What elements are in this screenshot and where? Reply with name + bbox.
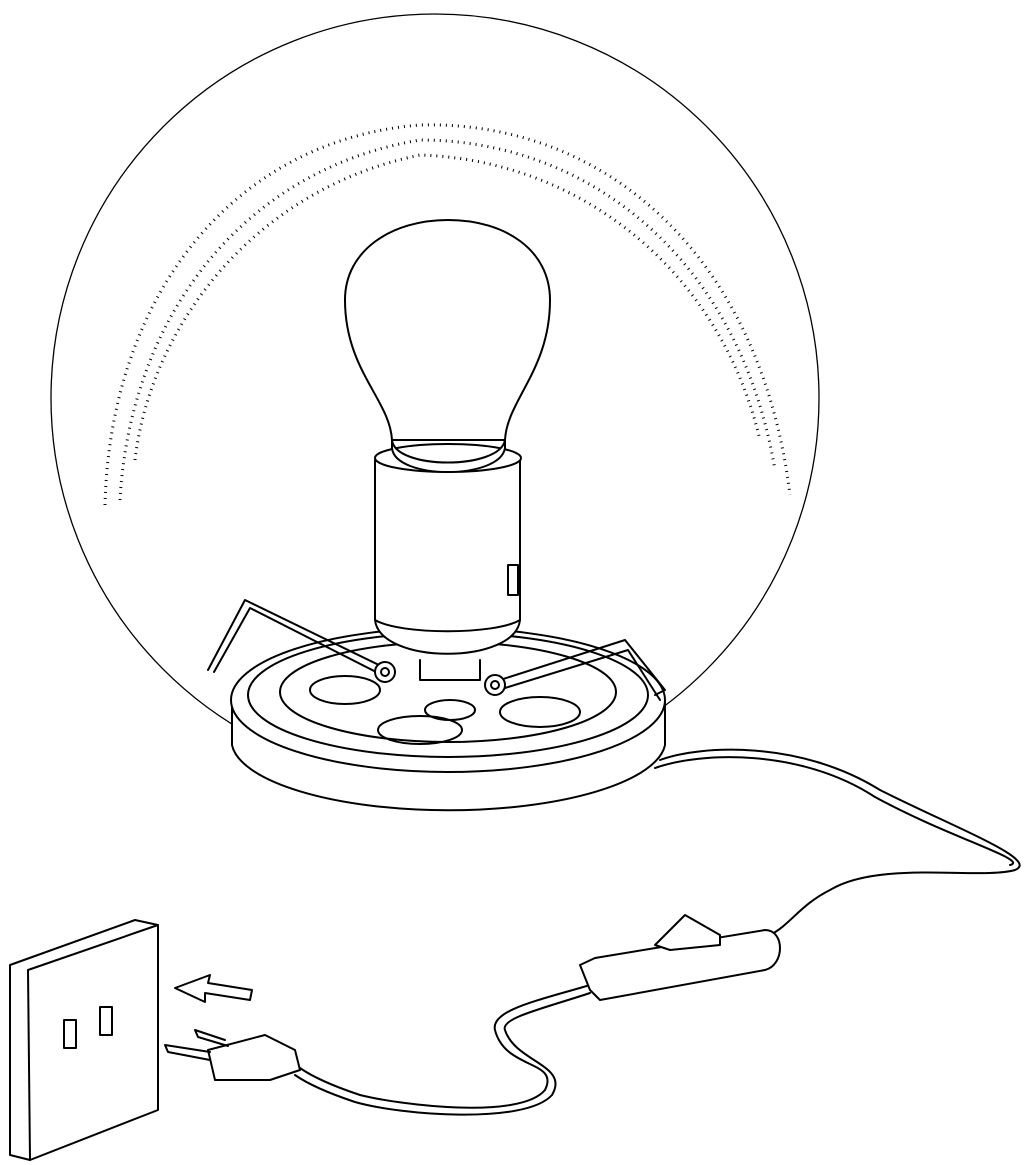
insert-arrow — [174, 974, 253, 1003]
plug — [164, 1029, 301, 1081]
wall-outlet — [9, 919, 159, 1161]
light-bulb — [344, 219, 551, 473]
lamp-socket — [374, 443, 522, 681]
retaining-springs — [207, 599, 666, 701]
lamp-base — [230, 627, 666, 812]
power-cord — [294, 748, 1021, 1116]
inline-switch — [579, 914, 781, 1001]
